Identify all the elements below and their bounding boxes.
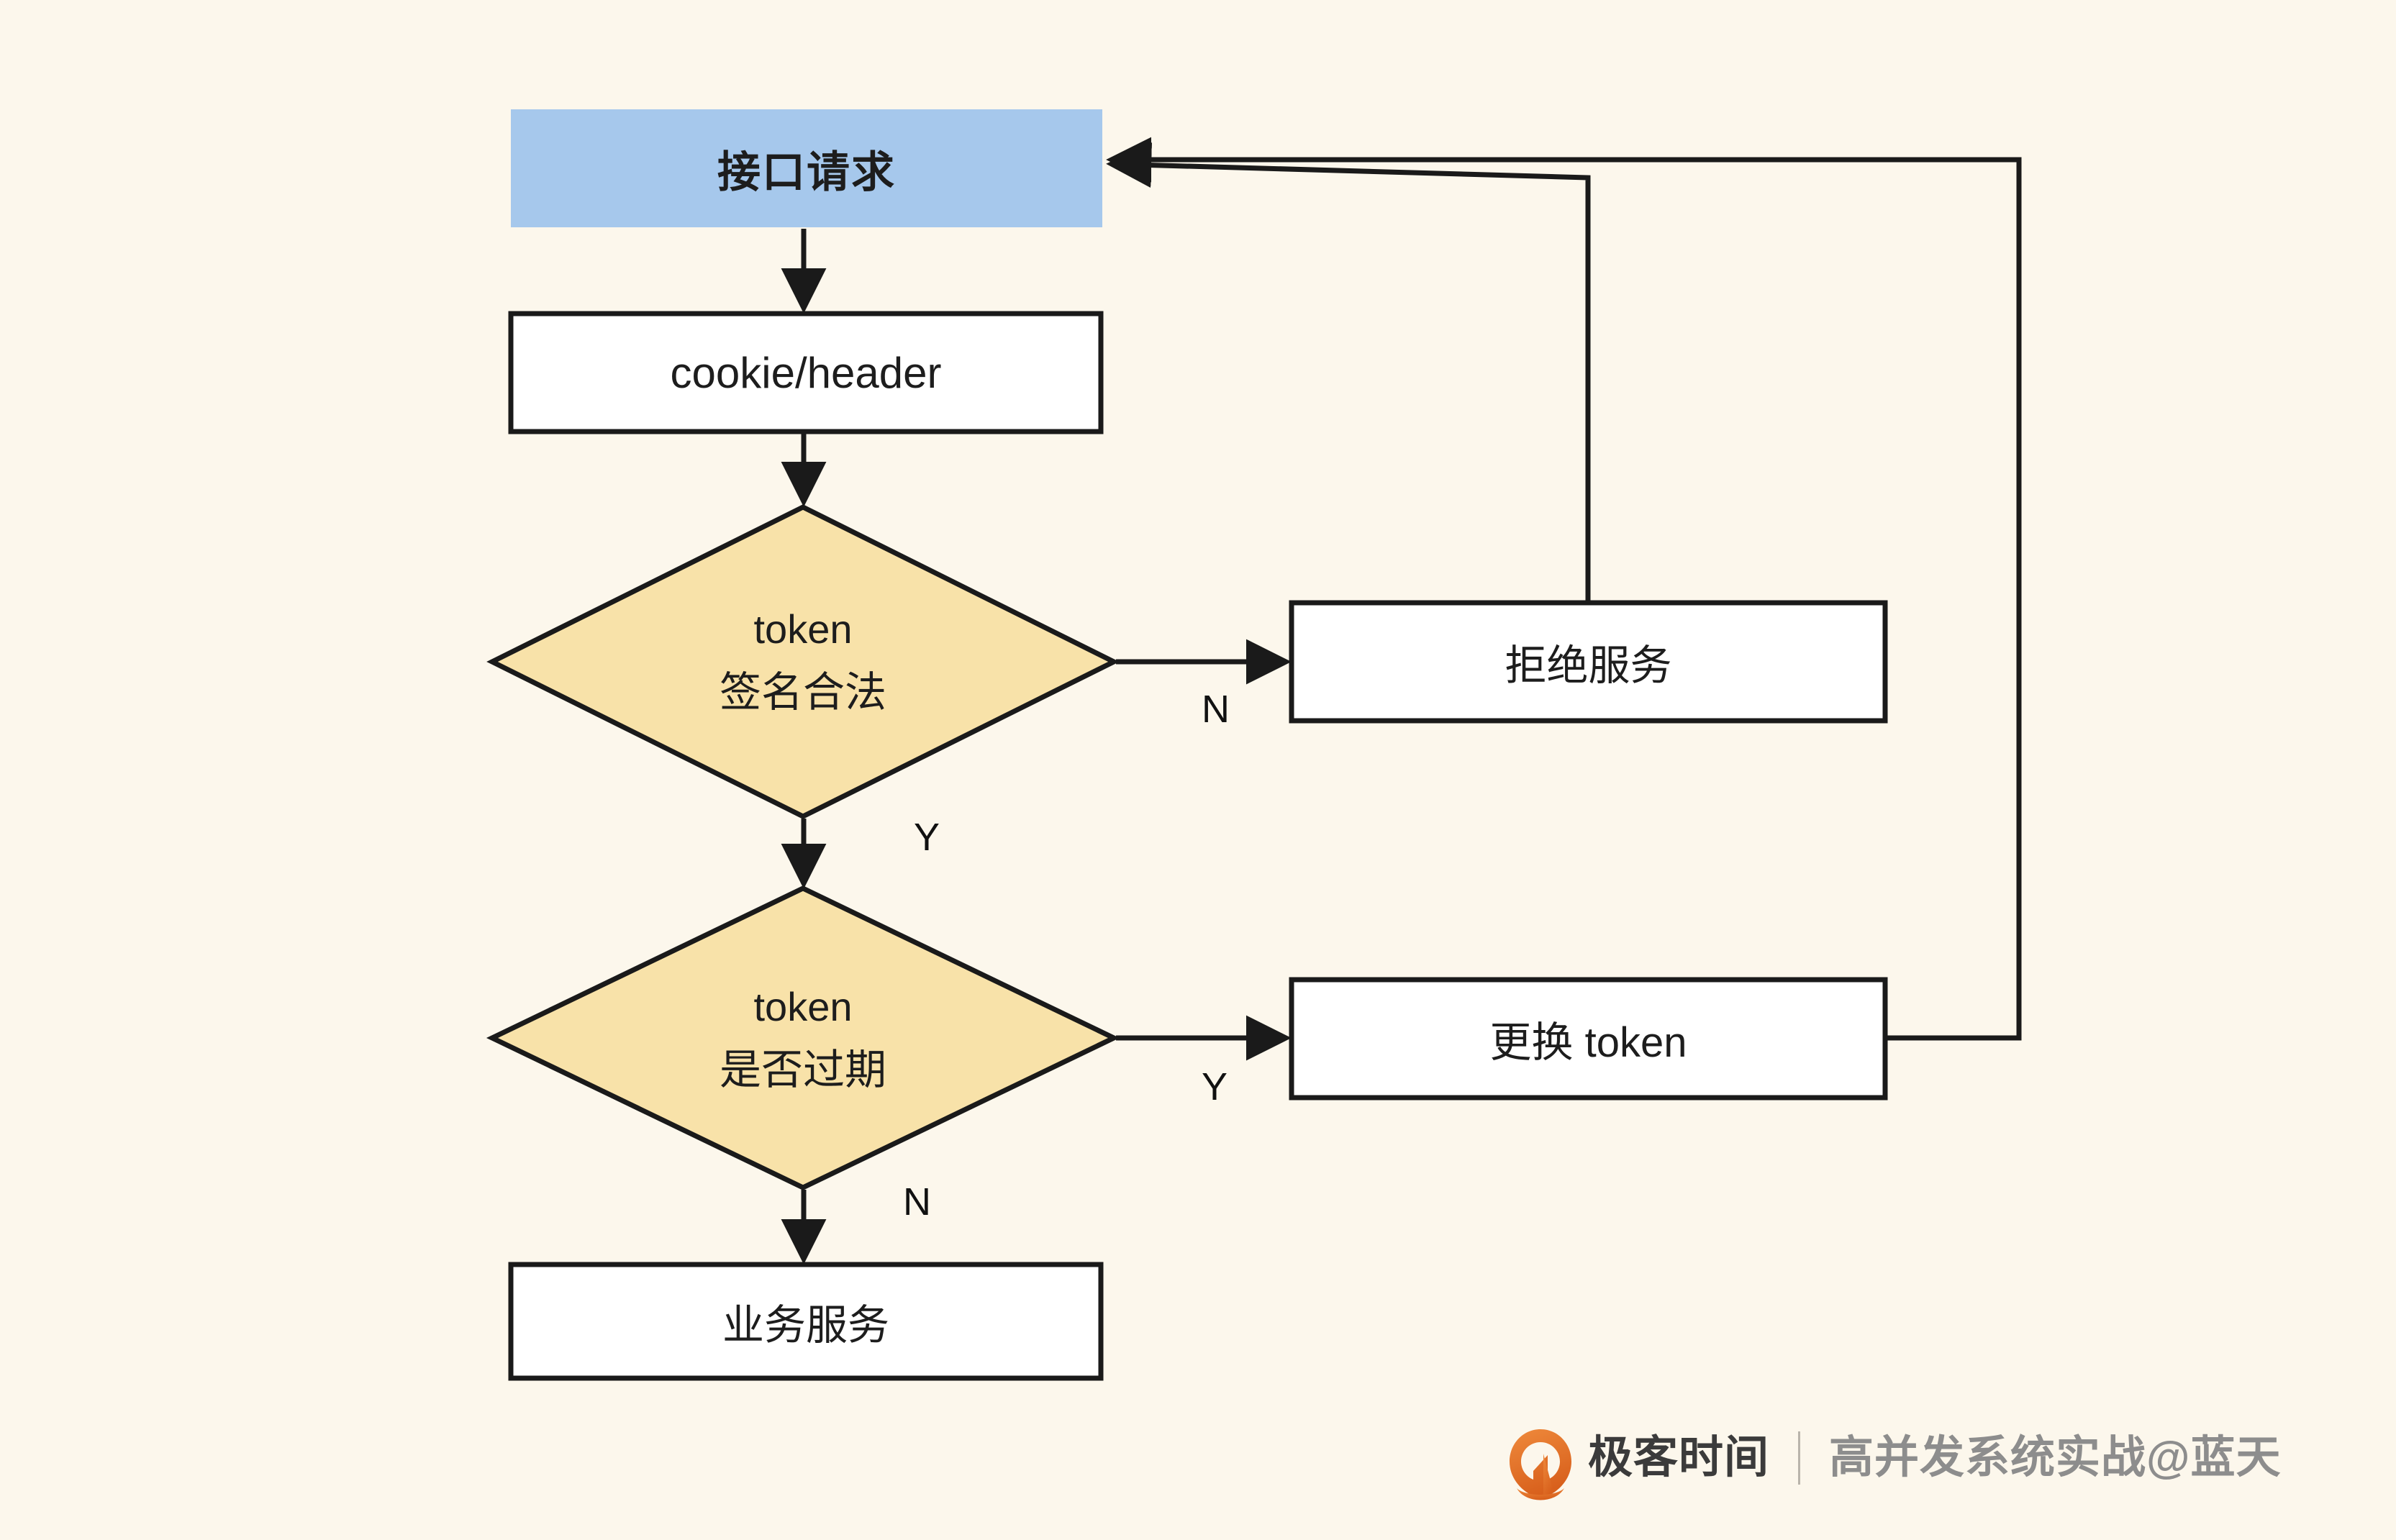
node-business-service-shape <box>508 1262 1104 1381</box>
watermark-divider <box>1798 1431 1801 1485</box>
watermark-brand: 极客时间 <box>1588 1433 1770 1482</box>
node-start-shape <box>511 109 1102 227</box>
node-token-expired-shape <box>486 885 1120 1190</box>
node-cookie-header-shape <box>508 311 1104 434</box>
watermark-course: 高并发系统实战@蓝天 <box>1829 1433 2282 1482</box>
watermark: 极客时间 高并发系统实战@蓝天 <box>1507 1421 2281 1495</box>
node-deny-service-shape <box>1289 600 1888 724</box>
edge-deny-back-to-start <box>1106 142 1591 601</box>
geekbang-pin-icon <box>1510 1429 1571 1500</box>
edge-refresh-back-to-start <box>1106 137 2022 1041</box>
watermark-logo-spacer <box>1507 1421 1569 1495</box>
node-refresh-token-shape <box>1289 977 1888 1101</box>
node-token-signature-shape <box>486 504 1120 819</box>
